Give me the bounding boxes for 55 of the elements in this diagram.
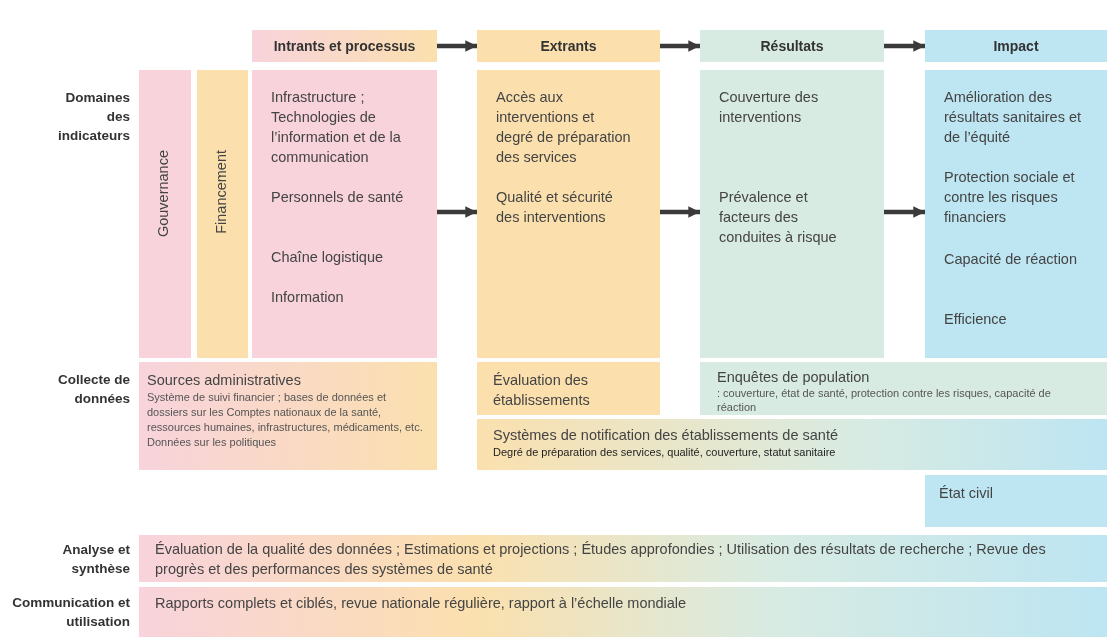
column-panel [925,70,1107,358]
row-label: Collecte de données [56,371,130,408]
indicator-text: Prévalence et facteurs des conduites à risque [719,188,838,247]
data-source-panel [925,475,1107,527]
indicator-text: Information [271,288,345,307]
data-source-panel [477,362,660,415]
indicator-text: Infrastructure ; Technologies de l’information et de la communication [271,88,402,167]
column-panel [700,70,884,358]
column-header [252,30,437,62]
indicator-text: Qualité et sécurité des interventions [496,188,614,227]
indicator-text: Couverture des interventions [719,88,820,127]
panel-description: Système de suivi financier ; bases de données et dossiers sur les Comptes nationaux de la santé, ressources humaines, infrastructures, médicaments, etc. Données sur les politiques [147,390,424,450]
category-label: Gouvernance [155,150,171,238]
data-source-panel [139,362,437,470]
indicator-text: Capacité de réaction [944,250,1078,269]
indicator-text: Personnels de santé [271,188,405,207]
column-header [700,30,884,62]
row-label: Analyse et synthèse [61,541,130,578]
summary-band [139,535,1107,582]
column-title: Impact [992,37,1040,56]
panel-title: État civil [939,484,994,503]
indicator-text: Amélioration des résultats sanitaires et de l’équité [944,88,1082,147]
data-source-panel [700,362,1107,415]
column-header [477,30,660,62]
arrow [437,206,477,218]
row-label: Communication et utilisation [11,594,130,631]
panel-title: Systèmes de notification des établissements de santé [493,426,839,445]
panel-title: Évaluation de la qualité des données ; Estimations et projections ; Études approfondies ; Utilisation des résultats de recherche ; Revue des progrès et des performances des systèmes de santé [155,540,1047,579]
category-panel [139,70,191,358]
indicator-text: Chaîne logistique [271,248,385,267]
panel-description: Degré de préparation des services, qualité, couverture, statut sanitaire [493,445,837,460]
column-header [925,30,1107,62]
indicator-text: Efficience [944,310,1008,329]
column-panel [252,70,437,358]
arrow [437,40,477,52]
panel-title: Sources administratives [147,371,302,390]
arrow [884,206,925,218]
summary-band [139,587,1107,637]
panel-title: Rapports complets et ciblés, revue nationale régulière, rapport à l’échelle mondiale [155,594,688,613]
column-title: Extrants [539,37,598,56]
column-title: Intrants et processus [272,37,417,56]
panel-title: Évaluation des établissements [493,371,591,410]
panel-description: : couverture, état de santé, protection contre les risques, capacité de réaction [717,386,1052,414]
row-label: Domaines des indicateurs [56,89,130,145]
indicator-text: Accès aux interventions et degré de préparation des services [496,88,631,167]
arrow [884,40,925,52]
column-panel [477,70,660,358]
data-source-panel [477,419,1107,470]
category-label: Financement [213,150,229,234]
indicator-text: Protection sociale et contre les risques financiers [944,168,1076,227]
arrow [660,40,700,52]
panel-title: Enquêtes de population [717,368,871,386]
arrow [660,206,700,218]
column-title: Résultats [759,37,825,56]
category-panel [197,70,248,358]
